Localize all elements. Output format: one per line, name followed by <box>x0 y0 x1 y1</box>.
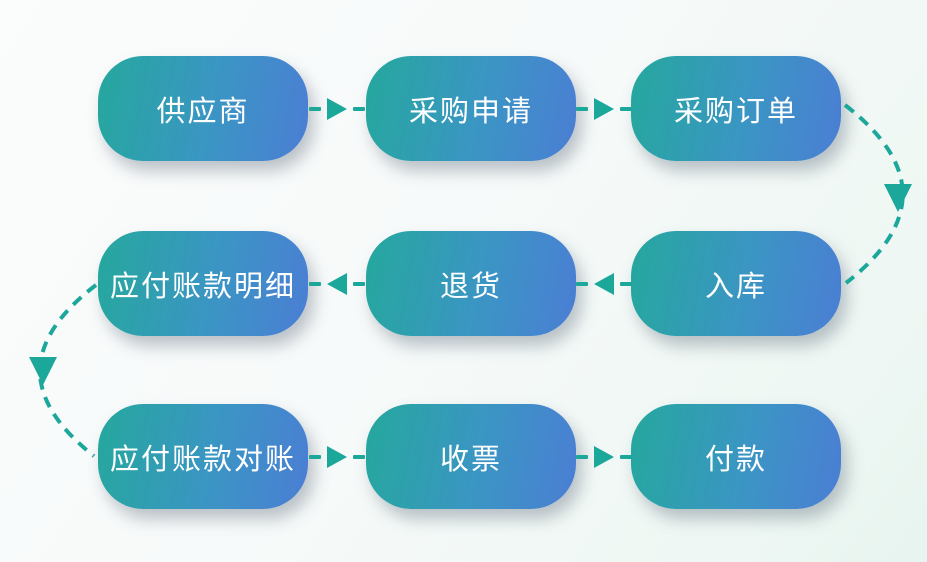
node-ap-detail: 应付账款明细 <box>98 231 308 336</box>
arrow-left-icon <box>327 273 347 295</box>
node-purchase-order: 采购订单 <box>631 56 841 161</box>
dash-segment <box>309 455 321 459</box>
connector-ap-reconciliation-to-invoice-receipt <box>309 445 365 469</box>
node-supplier: 供应商 <box>98 56 308 161</box>
arrow-right-icon <box>594 446 614 468</box>
node-payment: 付款 <box>631 404 841 509</box>
connector-invoice-receipt-to-payment <box>576 445 632 469</box>
arrow-down-icon <box>29 357 57 385</box>
connector-supplier-to-purchase-request <box>309 97 365 121</box>
dash-segment <box>576 455 588 459</box>
node-ap-reconciliation: 应付账款对账 <box>98 404 308 509</box>
dash-segment <box>353 107 365 111</box>
arrow-right-icon <box>594 98 614 120</box>
dash-segment <box>353 282 365 286</box>
node-goods-return: 退货 <box>366 231 576 336</box>
curve-ap-detail-to-ap-reconciliation <box>38 283 98 458</box>
dash-segment <box>309 107 321 111</box>
dash-segment <box>620 455 632 459</box>
dash-segment <box>620 282 632 286</box>
arrow-left-icon <box>594 273 614 295</box>
dash-segment <box>620 107 632 111</box>
dash-segment <box>576 107 588 111</box>
node-purchase-request: 采购申请 <box>366 56 576 161</box>
connector-purchase-request-to-purchase-order <box>576 97 632 121</box>
dash-segment <box>353 455 365 459</box>
node-stock-in: 入库 <box>631 231 841 336</box>
arrow-down-icon <box>884 184 912 212</box>
arrow-right-icon <box>327 98 347 120</box>
curve-purchase-order-to-stock-in <box>843 103 905 285</box>
dash-segment <box>309 282 321 286</box>
arrow-right-icon <box>327 446 347 468</box>
connector-stock-in-to-goods-return <box>576 272 632 296</box>
dash-segment <box>576 282 588 286</box>
connector-goods-return-to-ap-detail <box>309 272 365 296</box>
node-invoice-receipt: 收票 <box>366 404 576 509</box>
